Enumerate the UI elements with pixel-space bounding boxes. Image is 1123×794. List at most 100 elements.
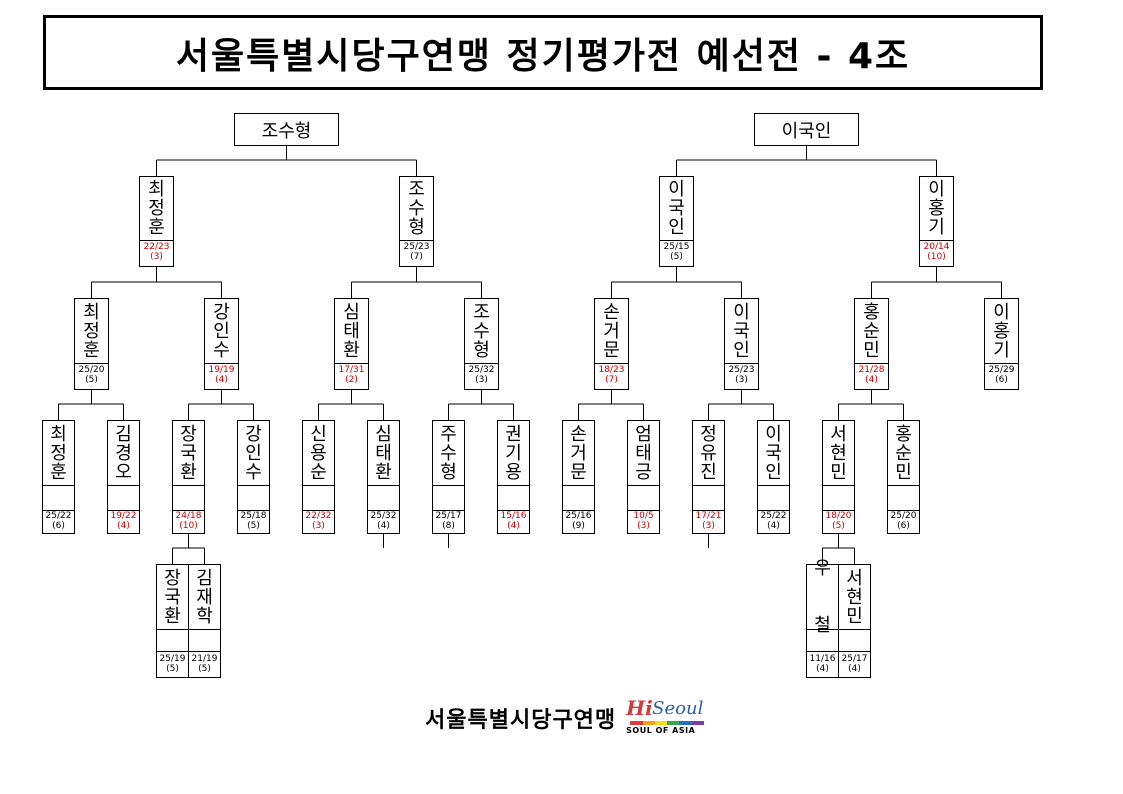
player-score: 17/31(2) bbox=[338, 365, 365, 385]
player-score: 22/32(3) bbox=[305, 511, 332, 531]
player-score: 25/16(9) bbox=[565, 511, 592, 531]
logo-stripes bbox=[630, 721, 705, 725]
player-score: 10/5(3) bbox=[633, 511, 654, 531]
player-score: 25/29(6) bbox=[988, 365, 1015, 385]
player-score: 19/19(4) bbox=[208, 365, 235, 385]
player-score: 25/32(4) bbox=[370, 511, 397, 531]
player-name: 우 철 bbox=[807, 559, 838, 635]
player-score: 11/16(4) bbox=[809, 654, 836, 674]
player-score: 25/22(4) bbox=[760, 511, 787, 531]
group-winner-right: 이국인 bbox=[754, 113, 859, 146]
player-score: 25/17(4) bbox=[841, 654, 868, 674]
logo-tagline: SOUL OF ASIA bbox=[626, 726, 696, 735]
footer-organization: 서울특별시당구연맹 bbox=[425, 708, 617, 733]
player-score: 21/28(4) bbox=[858, 365, 885, 385]
player-score: 25/22(6) bbox=[45, 511, 72, 531]
player-score: 19/22(4) bbox=[110, 511, 137, 531]
player-score: 20/14(10) bbox=[923, 242, 950, 262]
player-score: 25/19(5) bbox=[159, 654, 186, 674]
player-score: 22/23(3) bbox=[143, 242, 170, 262]
player-score: 25/20(6) bbox=[890, 511, 917, 531]
player-score: 25/17(8) bbox=[435, 511, 462, 531]
player-score: 24/18(10) bbox=[175, 511, 202, 531]
logo-hi-text: Hi bbox=[626, 696, 653, 720]
group-winner-left: 조수형 bbox=[234, 113, 339, 146]
player-score: 17/21(3) bbox=[695, 511, 722, 531]
player-score: 25/15(5) bbox=[663, 242, 690, 262]
footer: 서울특별시당구연맹 Hi Seoul SOUL OF ASIA bbox=[425, 696, 708, 740]
hi-seoul-logo: Hi Seoul SOUL OF ASIA bbox=[626, 696, 708, 740]
player-score: 18/23(7) bbox=[598, 365, 625, 385]
logo-seoul-text: Seoul bbox=[652, 698, 704, 719]
player-score: 21/19(5) bbox=[191, 654, 218, 674]
player-score: 25/18(5) bbox=[240, 511, 267, 531]
player-score: 25/20(5) bbox=[78, 365, 105, 385]
player-score: 25/23(3) bbox=[728, 365, 755, 385]
round4-player-3: 우 철 11/16(4) bbox=[807, 559, 838, 677]
player-score: 15/16(4) bbox=[500, 511, 527, 531]
player-score: 18/20(5) bbox=[825, 511, 852, 531]
